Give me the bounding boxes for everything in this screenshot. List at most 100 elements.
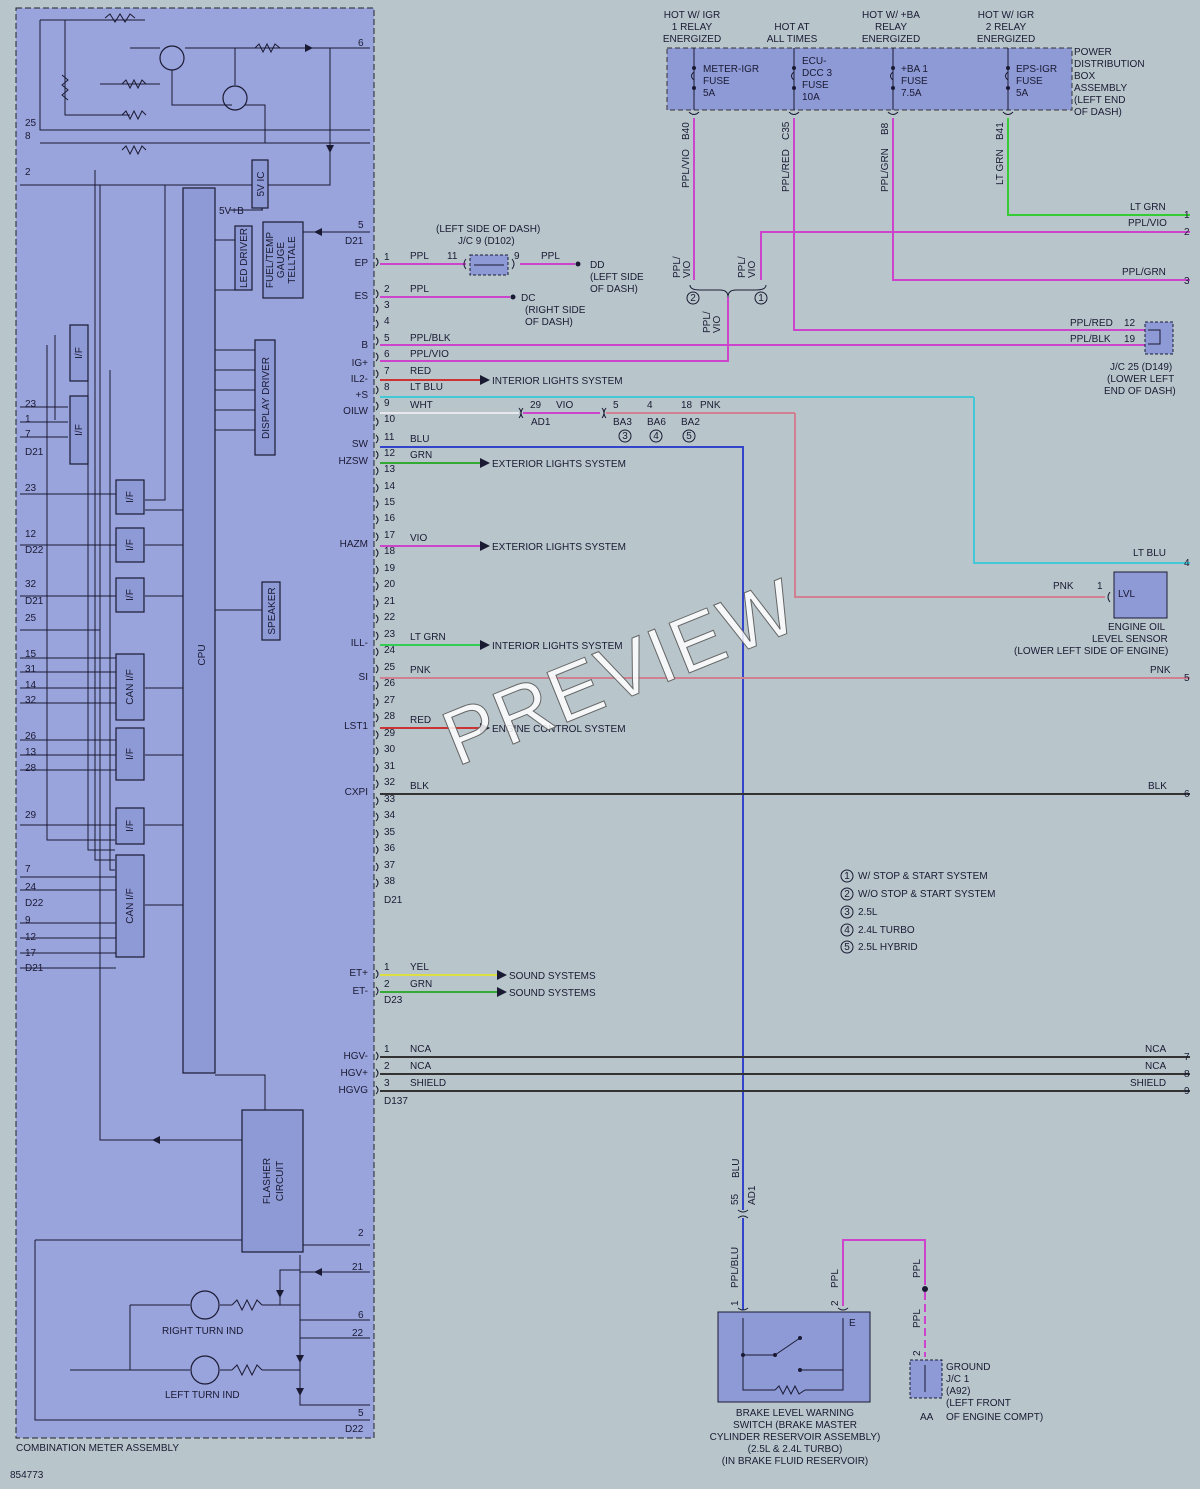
svg-text:SW: SW [352, 439, 369, 450]
brake-switch-labels: PPL/BLU PPL PPL PPL 1 2 E BRAKE LEVEL WA… [710, 1247, 923, 1467]
svg-text:PNK: PNK [1053, 581, 1074, 592]
svg-text:PPL: PPL [912, 1309, 923, 1328]
svg-text:33: 33 [384, 794, 396, 805]
svg-text:1: 1 [1097, 581, 1103, 592]
svg-text:2: 2 [1184, 227, 1190, 238]
svg-text:(A92): (A92) [946, 1386, 970, 1397]
svg-text:SHIELD: SHIELD [1130, 1078, 1166, 1089]
svg-text:CXPI: CXPI [345, 787, 368, 798]
svg-text:26: 26 [25, 731, 37, 742]
svg-text:6: 6 [358, 1310, 364, 1321]
oil-level-sensor [1113, 571, 1168, 619]
connector-pins-d21 [375, 257, 379, 888]
svg-text:ET-: ET- [352, 986, 368, 997]
flasher-label: FLASHER CIRCUIT [262, 1158, 286, 1204]
svg-text:LT BLU: LT BLU [410, 382, 443, 393]
svg-text:FUSE: FUSE [1016, 76, 1043, 87]
svg-text:METER-IGR: METER-IGR [703, 64, 759, 75]
svg-text:19: 19 [384, 563, 396, 574]
svg-text:D22: D22 [25, 898, 44, 909]
svg-text:4: 4 [384, 316, 390, 327]
svg-text:2: 2 [912, 1350, 923, 1356]
svg-text:14: 14 [25, 680, 37, 691]
svg-text:D137: D137 [384, 1096, 408, 1107]
svg-text:B8: B8 [880, 122, 891, 135]
svg-text:HOT W/ +BA: HOT W/ +BA [862, 10, 920, 21]
svg-text:PPL: PPL [541, 251, 560, 262]
svg-text:PPL/BLU: PPL/BLU [730, 1247, 741, 1288]
svg-text:I/F: I/F [125, 491, 136, 503]
svg-text:10A: 10A [802, 92, 820, 103]
svg-text:2: 2 [384, 979, 390, 990]
svg-text:HOT W/ IGR: HOT W/ IGR [664, 10, 720, 21]
svg-text:35: 35 [384, 827, 396, 838]
svg-text:(LEFT SIDE OF DASH): (LEFT SIDE OF DASH) [436, 224, 540, 235]
svg-text:FUEL/TEMP: FUEL/TEMP [265, 232, 276, 288]
svg-text:2: 2 [844, 889, 850, 900]
svg-text:32: 32 [25, 695, 37, 706]
svg-text:15: 15 [25, 649, 37, 660]
svg-text:SWITCH (BRAKE MASTER: SWITCH (BRAKE MASTER [733, 1420, 857, 1431]
svg-text:IG+: IG+ [352, 358, 369, 369]
ic-label: 5V IC [256, 171, 267, 196]
svg-text:12: 12 [25, 932, 37, 943]
d21-wire-labels: PPL/BLK PPL/VIO RED LT BLU GRN VIO LT GR… [410, 333, 1171, 792]
svg-text:BLK: BLK [410, 781, 429, 792]
svg-text:27: 27 [384, 695, 396, 706]
svg-text:22: 22 [352, 1328, 364, 1339]
svg-text:AA: AA [920, 1412, 934, 1423]
svg-text:38: 38 [384, 876, 396, 887]
svg-text:HAZM: HAZM [340, 539, 368, 550]
splice-dot [922, 1286, 928, 1292]
svg-text:8: 8 [25, 131, 31, 142]
svg-text:29: 29 [530, 400, 542, 411]
svg-text:(2.5L & 2.4L TURBO): (2.5L & 2.4L TURBO) [748, 1444, 843, 1455]
fuse-connectors [688, 111, 1014, 115]
svg-text:2: 2 [384, 1061, 390, 1072]
svg-text:23: 23 [25, 483, 37, 494]
svg-text:TELLTALE: TELLTALE [287, 236, 298, 284]
wire-hzsw [380, 458, 490, 468]
svg-text:I/F: I/F [125, 748, 136, 760]
wire-lst1 [380, 723, 490, 733]
diodes [152, 44, 334, 1396]
wire-il2 [380, 375, 490, 385]
resistors [61, 13, 281, 1377]
svg-text:PPL/VIO: PPL/VIO [1128, 218, 1167, 229]
svg-text:GRN: GRN [410, 979, 432, 990]
svg-text:2.5L HYBRID: 2.5L HYBRID [858, 942, 918, 953]
svg-text:8: 8 [1184, 1069, 1190, 1080]
d137-labels: 123 D137 NCA NCA SHIELD NCA NCA SHIELD [384, 1044, 1166, 1107]
ad1-connector [737, 1209, 749, 1219]
wire-sw [380, 446, 744, 1210]
svg-text:5A: 5A [703, 88, 716, 99]
diagram-id: 854773 [10, 1470, 44, 1481]
svg-text:HOT W/ IGR: HOT W/ IGR [978, 10, 1034, 21]
svg-text:16: 16 [384, 513, 396, 524]
svg-text:28: 28 [25, 763, 37, 774]
right-turn-label: RIGHT TURN IND [162, 1326, 243, 1337]
gauge-block [262, 221, 304, 299]
svg-text:D21: D21 [384, 895, 403, 906]
svg-text:34: 34 [384, 810, 396, 821]
destination-labels: INTERIOR LIGHTS SYSTEM EXTERIOR LIGHTS S… [492, 376, 626, 999]
svg-text:9: 9 [25, 915, 31, 926]
svg-text:ECU-: ECU- [802, 56, 826, 67]
svg-text:1: 1 [384, 1044, 390, 1055]
svg-text:4: 4 [653, 431, 659, 442]
svg-text:2: 2 [830, 1300, 841, 1306]
svg-text:B41: B41 [995, 122, 1006, 140]
svg-text:1: 1 [844, 871, 850, 882]
svg-text:29: 29 [384, 728, 396, 739]
svg-text:24: 24 [384, 645, 396, 656]
ground-jc1-labels: 2 AA GROUND J/C 1 (A92) (LEFT FRONT OF E… [912, 1350, 1043, 1423]
svg-text:DC: DC [521, 293, 535, 304]
svg-text:8: 8 [384, 382, 390, 393]
svg-text:2: 2 [690, 293, 696, 304]
svg-text:J/C 1: J/C 1 [946, 1374, 970, 1385]
svg-text:I/F: I/F [125, 820, 136, 832]
ground-jc1 [909, 1359, 943, 1399]
pdb-label: POWER DISTRIBUTION BOX ASSEMBLY (LEFT EN… [1074, 47, 1145, 118]
svg-text:J/C 25 (D149): J/C 25 (D149) [1110, 362, 1172, 373]
